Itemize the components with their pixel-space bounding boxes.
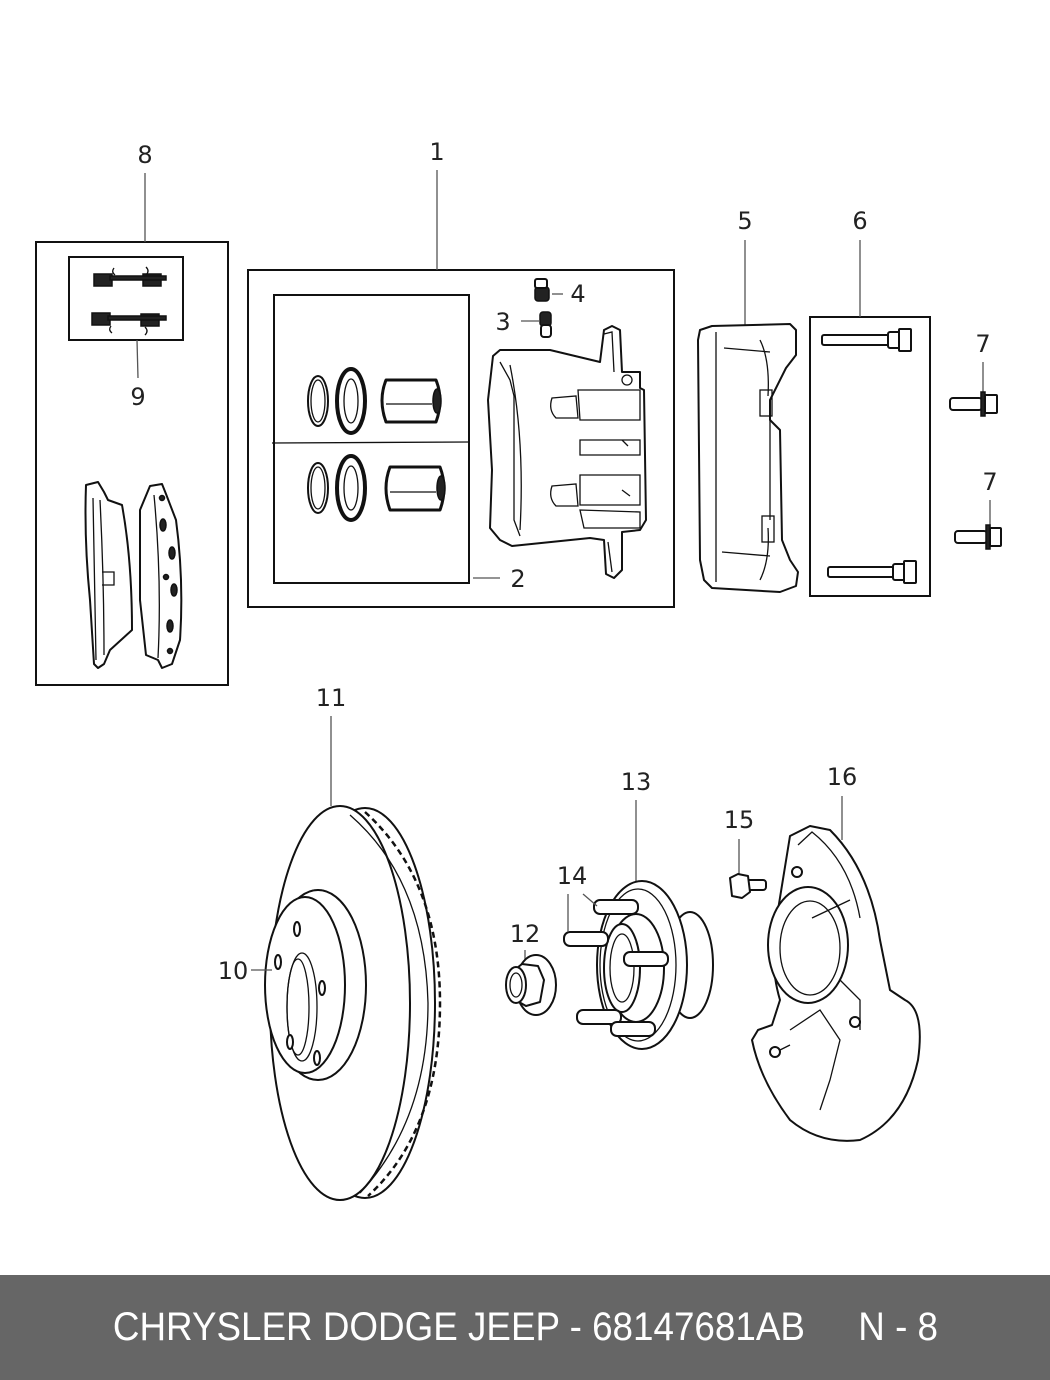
callout-5: 5 [737,207,752,235]
clip-kit-frame [68,256,184,341]
callout-8: 8 [137,141,152,169]
callout-3: 3 [495,308,510,336]
callout-15: 15 [724,806,755,834]
hub-bearing: 13 [596,768,714,1050]
wheel-studs [563,899,669,1037]
guide-pin-upper [821,328,912,352]
sheet-number: N - 8 [857,1305,938,1349]
callout-10: 10 [218,957,249,985]
bolt-7-upper: 7 [949,330,998,417]
callout-2: 2 [510,565,525,593]
brake-pad-inner [84,481,133,669]
parts-diagram: 8 9 [35,138,1002,1201]
caliper-kit-frame [247,269,675,608]
brake-pad-outer [139,483,183,669]
wheel-stud [610,1021,656,1037]
callout-4: 4 [570,280,585,308]
callout-6: 6 [852,207,867,235]
leader-9 [136,339,139,379]
callout-16: 16 [827,763,858,791]
callout-9: 9 [130,383,145,411]
callout-11: 11 [316,684,347,712]
brake-pad-kit-group: 8 9 [35,141,229,686]
leader-14a [582,893,598,907]
wheel-stud [576,1009,622,1025]
splash-shield: 16 [751,763,921,1142]
pad-clip-upper [93,266,167,287]
callout-13: 13 [621,768,652,796]
hub-nut: 12 [505,920,557,1016]
pad-kit-frame [35,241,229,686]
seal-kit-frame [273,294,470,584]
callout-1: 1 [429,138,444,166]
bleeder-screw [539,311,552,338]
brand-part-number: CHRYSLER DODGE JEEP - 68147681AB [112,1305,805,1349]
callout-7a: 7 [975,330,990,358]
seal-kit-divider [271,441,470,444]
piston-set-upper [307,367,442,435]
guide-pin-lower [827,560,917,584]
caliper-kit-group: 1 2 4 [247,138,675,608]
callout-12: 12 [510,920,541,948]
footer-caption: CHRYSLER DODGE JEEP - 68147681AB N - 8 [112,1305,937,1350]
wheel-stud [593,899,639,915]
brake-caliper [487,325,647,579]
footer-bar: CHRYSLER DODGE JEEP - 68147681AB N - 8 [0,1275,1050,1380]
bleeder-cap [534,278,550,302]
caliper-adapter: 5 [697,207,799,593]
callout-14: 14 [557,862,588,890]
pad-clip-lower [91,312,167,336]
wheel-stud [623,951,669,967]
wheel-stud [563,931,609,947]
guide-pin-kit-group: 6 [809,207,931,597]
shield-bolt: 15 [724,806,767,899]
brake-rotor: 11 [264,684,442,1201]
callout-7b: 7 [982,468,997,496]
guide-pin-kit-frame [809,316,931,597]
piston-set-lower [307,454,446,522]
bolt-7-lower: 7 [954,468,1002,550]
